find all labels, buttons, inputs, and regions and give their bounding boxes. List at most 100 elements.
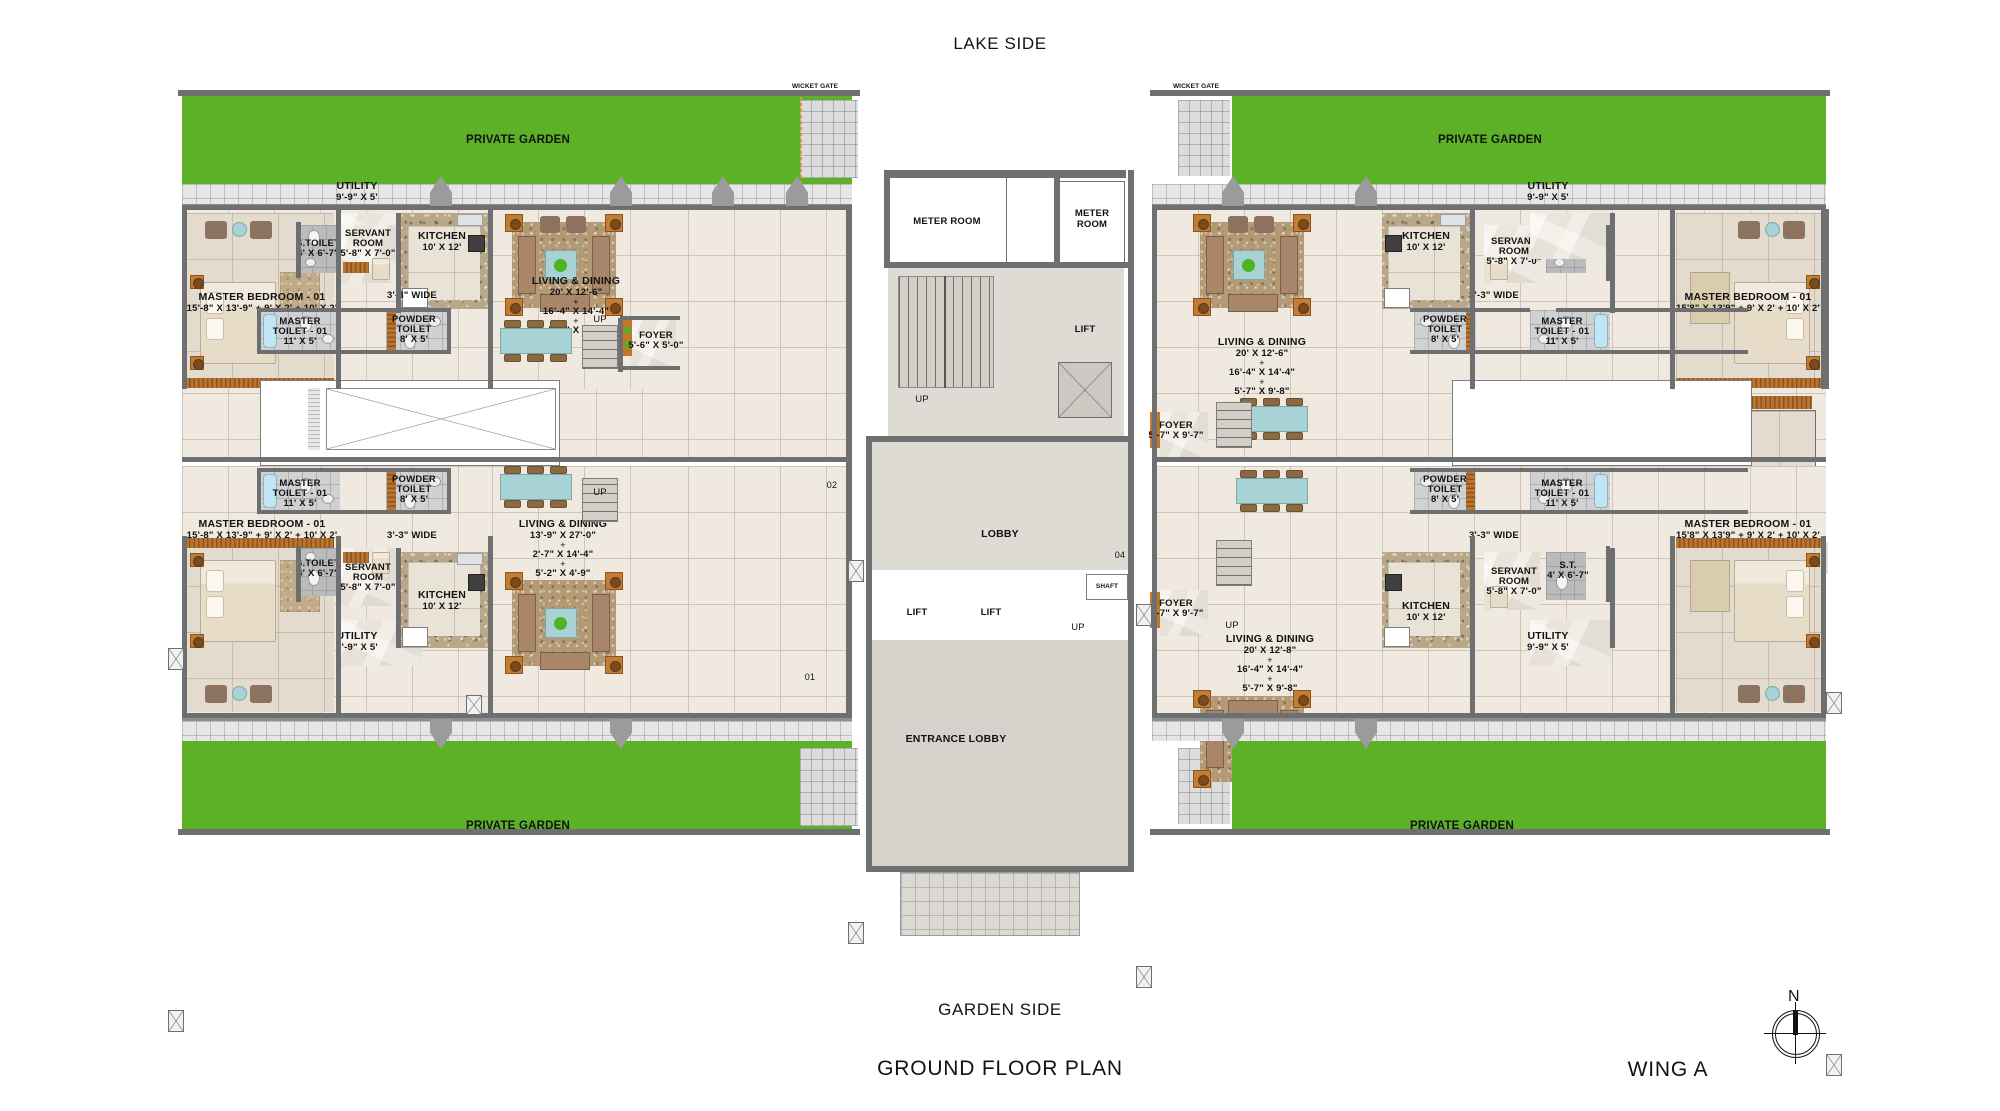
unit04-utility-floor [1530,620,1612,666]
unit01-armchair-b [250,221,272,239]
unit03-utility-floor [1530,213,1612,259]
unit01-internal-stair [582,325,618,369]
unit04-master-toilet-label-a: MASTER [1541,478,1583,489]
column-left-b [848,922,864,944]
unit01-stoilet-basin [305,258,316,267]
unit03-foyer-floor [1160,412,1208,458]
unit04-powder-label-a: POWDER [1423,474,1467,485]
unit04-servant-label-a: SERVANT [1491,566,1537,577]
unit04-up-label: UP [1225,620,1239,631]
unit01-kitchen-size: 10' X 12' [422,242,462,253]
unit03-internal-stair [1216,402,1252,448]
core-lower-up-label: UP [1071,622,1085,633]
lift-top-label: LIFT [1074,324,1096,335]
unit01-passage-label: 3'-3" WIDE [387,290,437,301]
unit04-kitchen-label: KITCHEN [1401,600,1451,612]
unit04-master-toilet-size: 11' X 5' [1545,498,1579,509]
core-stair-up-label: UP [915,394,929,405]
meter-room-left [887,177,1007,267]
lift-top [1058,362,1112,418]
unit02-utility-size: 9'-9" X 5' [336,642,378,653]
private-garden-bottom-right [1232,741,1826,829]
column-mid-a [466,695,482,715]
private-garden-top-left [182,96,852,184]
unit01-kitchen-hob [468,235,485,252]
unit01-sofa-bottom [540,294,590,312]
unit02-servant-size: 5'-8" X 7'-0" [340,582,396,593]
wicket-gate-paving-bl [800,748,858,826]
unit03-utility-label: UTILITY [1527,180,1569,192]
unit04-utility-label: UTILITY [1527,630,1569,642]
unit02-up-label: UP [593,487,607,498]
left-slab-top [178,90,860,96]
unit03-passage-label: 3'-3" WIDE [1469,290,1519,301]
unit04-living-size3: 5'-7" X 9'-8" [1242,683,1298,694]
unit03-master-toilet-size: 11' X 5' [1545,336,1579,347]
unit02-living-plus2: + [560,559,566,570]
unit01-living-plus1: + [573,297,579,308]
unit01-utility-size: 9'-9" X 5' [336,192,378,203]
unit01-stoilet-size: 4' X 6'-7" [297,248,339,259]
private-garden-label-tl: PRIVATE GARDEN [466,134,570,146]
meter-room-right-label-b: ROOM [1076,219,1108,230]
column-far-right-b [1826,1054,1842,1076]
unit01-sofa-right [592,236,610,294]
unit03-servant-label-a: SERVANT [1491,236,1537,247]
unit04-living-plus2: + [1267,674,1273,685]
unit01-armchair-a [205,221,227,239]
entrance-lobby-label: ENTRANCE LOBBY [905,733,1007,745]
unit01-living-label: LIVING & DINING [531,275,621,287]
unit03-living-size2: 16'-4" X 14'-4" [1228,367,1296,378]
unit04-passage-label: 3'-3" WIDE [1469,530,1519,541]
unit02-stoilet-size: 4' X 6'-7" [297,568,339,579]
garden-walkway-tl [182,184,852,204]
unit04-kitchen-floor [1388,562,1460,636]
unit04-servant-floor [1484,552,1540,610]
unit01-plant-icon [554,259,567,272]
unit01-foyer-size: 5'-6" X 5'-0" [628,340,684,351]
unit02-dining-table [500,474,572,500]
unit04-powder-size: 8' X 5' [1430,494,1460,505]
unit03-living-label: LIVING & DINING [1217,336,1307,348]
wicket-gate-label-tc: WICKET GATE [1172,83,1220,90]
unit04-living-size2: 16'-4" X 14'-4" [1236,664,1304,675]
unit01-stoilet-label: S.TOILET [295,238,341,249]
unit01-foyer-floor [630,320,676,368]
unit-number-04: 04 [1114,550,1126,560]
unit01-up-label: UP [593,314,607,325]
unit03-servant-size: 5'-8" X 7'-0" [1486,256,1542,267]
unit04-living-label: LIVING & DINING [1225,633,1315,645]
unit01-sofa-left [518,236,536,294]
unit01-kitchen-label: KITCHEN [417,230,467,242]
left-wing-parking-x [326,388,556,450]
unit02-master-bedroom-size: 15'-8" X 13'-9" + 9' X 2' + 10' X 2' [186,530,338,541]
unit01-master-toilet-label-a: MASTER [279,316,321,327]
unit04-master-bedroom-label: MASTER BEDROOM - 01 [1684,518,1812,530]
unit01-stoilet-wc [308,230,320,246]
right-slab-top [1150,90,1830,96]
unit04-internal-stair [1216,540,1252,586]
lobby-area [872,440,1130,570]
unit01-master-toilet-size: 11' X 5' [283,336,317,347]
unit-number-02: 02 [826,480,838,490]
lift-left-label: LIFT [906,607,928,618]
wicket-gate-line-tl [800,96,802,184]
unit02-powder-label-a: POWDER [392,474,436,485]
unit03-powder-label-b: TOILET [1427,324,1463,335]
unit01-servant-floor [340,225,396,283]
unit03-powder-size: 8' X 5' [1430,334,1460,345]
unit04-foyer-floor [1160,590,1208,636]
column-far-left-a [168,648,184,670]
unit02-living-size3: 5'-2" X 4'-9" [535,568,591,579]
unit03-living-size1: 20' X 12'-6" [1235,348,1289,359]
entrance-steps [900,872,1080,936]
unit01-kitchen-sink [457,214,483,226]
unit01-round-table [232,222,247,237]
unit04-foyer-label: FOYER [1159,598,1193,609]
unit04-master-toilet-label-b: TOILET - 01 [1534,488,1590,499]
unit-number-01: 01 [804,672,816,682]
unit04-utility-size: 9'-9" X 5' [1527,642,1569,653]
unit04-servant-label-b: ROOM [1498,576,1530,587]
column-left-a [848,560,864,582]
